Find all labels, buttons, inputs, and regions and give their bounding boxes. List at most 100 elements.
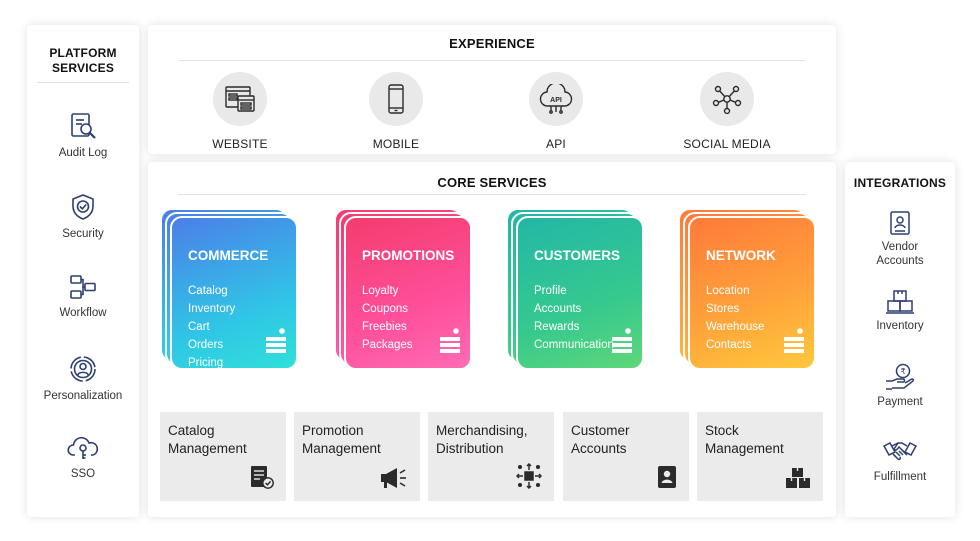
card-list-item: Contacts (706, 339, 752, 351)
tile-label-line1: Customer (571, 423, 630, 438)
card-list-item: Freebies (362, 321, 407, 333)
platform-title-divider (37, 82, 129, 83)
tile-label-line2: Management (168, 441, 247, 456)
core-services-title: CORE SERVICES (437, 175, 547, 190)
service-card-commerce[interactable]: COMMERCE Catalog Inventory Cart Orders P… (160, 208, 302, 372)
experience-title: EXPERIENCE (449, 36, 535, 51)
shield-check-icon (72, 194, 94, 220)
platform-item-security[interactable]: Security (27, 193, 139, 241)
card-list-item: Pricing (188, 357, 224, 369)
service-card-promotions[interactable]: PROMOTIONS Loyalty Coupons Freebies Pack… (334, 208, 476, 372)
platform-item-label: SSO (70, 468, 96, 480)
card-list-item: Communication (534, 339, 614, 351)
distribution-icon (516, 463, 542, 489)
platform-services-title-line2: SERVICES (51, 61, 115, 75)
cloud-key-icon (67, 436, 99, 459)
card-list-item: Rewards (534, 321, 580, 333)
card-front: CUSTOMERS Profile Accounts Rewards Commu… (516, 216, 644, 370)
mobile-icon (388, 84, 404, 114)
experience-item-mobile[interactable]: MOBILE (331, 72, 461, 151)
tile-label-line1: Merchandising, (436, 423, 528, 438)
experience-icon-circle (700, 72, 754, 126)
platform-services-title: PLATFORM SERVICES (27, 46, 139, 76)
service-card-network[interactable]: NETWORK Location Stores Warehouse Contac… (678, 208, 820, 372)
experience-item-social-media[interactable]: SOCIAL MEDIA (662, 72, 792, 151)
experience-item-label: MOBILE (372, 137, 420, 151)
card-list-item: Accounts (534, 303, 582, 315)
core-services-panel: CORE SERVICES COMMERCE Catalog Inventory… (148, 162, 836, 517)
tile-label-line1: Stock (705, 423, 739, 438)
integration-item-label: Inventory (876, 320, 924, 332)
experience-icon-circle (369, 72, 423, 126)
card-front: NETWORK Location Stores Warehouse Contac… (688, 216, 816, 370)
card-list-item: Catalog (188, 285, 228, 297)
workflow-icon (70, 275, 96, 299)
card-list-item: Stores (706, 303, 740, 315)
tile-label-line1: Promotion (302, 423, 364, 438)
tile-label-line2: Distribution (436, 441, 504, 456)
integration-item-label: Vendor Accounts (845, 240, 955, 268)
boxes-icon (786, 468, 810, 488)
integration-item-payment[interactable]: ₹ Payment (845, 363, 955, 409)
integration-label-line1: Vendor (881, 241, 919, 253)
network-icon (712, 85, 742, 114)
card-item-list: Catalog Inventory Cart Orders Pricing (188, 282, 235, 372)
integration-item-inventory[interactable]: Inventory (845, 289, 955, 333)
card-list-item: Location (706, 285, 750, 297)
tile-label: Customer Accounts (571, 422, 630, 458)
tile-label-line1: Catalog (168, 423, 215, 438)
tile-label: Merchandising, Distribution (436, 422, 528, 458)
card-item-list: Loyalty Coupons Freebies Packages (362, 282, 413, 354)
card-front: COMMERCE Catalog Inventory Cart Orders P… (170, 216, 298, 370)
platform-services-panel: PLATFORM SERVICES Audit Log Security Wor… (27, 25, 139, 517)
card-front: PROMOTIONS Loyalty Coupons Freebies Pack… (344, 216, 472, 370)
tile-label-line2: Management (302, 441, 381, 456)
experience-item-label: SOCIAL MEDIA (683, 137, 771, 151)
tile-label-line2: Accounts (571, 441, 627, 456)
platform-services-title-line1: PLATFORM (49, 46, 117, 60)
stacked-layers-icon (266, 328, 286, 353)
website-icon (225, 86, 255, 112)
tile-customer-accounts[interactable]: Customer Accounts (563, 412, 689, 501)
tile-label: Promotion Management (302, 422, 381, 458)
tile-catalog-management[interactable]: Catalog Management (160, 412, 286, 501)
integrations-panel: INTEGRATIONS Vendor Accounts Inventory ₹ (845, 162, 955, 517)
handshake-icon (883, 442, 917, 461)
contact-card-icon (658, 466, 676, 488)
experience-icon-circle: API (529, 72, 583, 126)
card-list-item: Packages (362, 339, 413, 351)
tile-merchandising-distribution[interactable]: Merchandising, Distribution (428, 412, 554, 501)
tile-label: Stock Management (705, 422, 784, 458)
user-circle-icon (70, 356, 96, 382)
card-title: NETWORK (706, 248, 776, 263)
catalog-check-icon (251, 466, 274, 489)
card-list-item: Cart (188, 321, 210, 333)
card-item-list: Location Stores Warehouse Contacts (706, 282, 764, 354)
inventory-boxes-icon (886, 290, 914, 314)
card-item-list: Profile Accounts Rewards Communication (534, 282, 614, 354)
experience-panel: EXPERIENCE WEBSITE MOBILE (148, 25, 836, 154)
experience-item-website[interactable]: WEBSITE (175, 72, 305, 151)
stacked-layers-icon (612, 328, 632, 353)
payment-hand-icon: ₹ (886, 363, 915, 390)
platform-item-workflow[interactable]: Workflow (27, 274, 139, 320)
service-card-customers[interactable]: CUSTOMERS Profile Accounts Rewards Commu… (506, 208, 648, 372)
card-list-item: Warehouse (706, 321, 765, 333)
integrations-title: INTEGRATIONS (853, 176, 947, 190)
card-list-item: Coupons (362, 303, 409, 315)
integration-item-vendor-accounts[interactable]: Vendor Accounts (845, 210, 955, 268)
platform-item-audit-log[interactable]: Audit Log (27, 112, 139, 160)
tile-stock-management[interactable]: Stock Management (697, 412, 823, 501)
experience-icon-circle (213, 72, 267, 126)
platform-item-sso[interactable]: SSO (27, 435, 139, 481)
platform-item-personalization[interactable]: Personalization (27, 355, 139, 403)
experience-item-api[interactable]: API API (491, 72, 621, 151)
experience-title-divider (178, 60, 806, 61)
stacked-layers-icon (440, 328, 460, 353)
experience-item-label: API (546, 137, 566, 151)
platform-item-label: Audit Log (58, 147, 108, 159)
integration-item-fulfillment[interactable]: Fulfillment (845, 438, 955, 484)
tile-promotion-management[interactable]: Promotion Management (294, 412, 420, 501)
svg-text:₹: ₹ (900, 367, 905, 376)
experience-item-label: WEBSITE (212, 137, 268, 151)
